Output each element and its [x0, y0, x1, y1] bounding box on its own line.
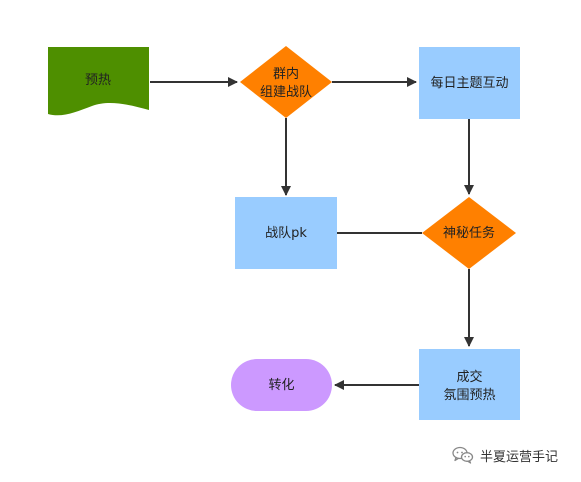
- convert-shape: [231, 359, 332, 411]
- mystery-task-shape: [422, 197, 516, 269]
- node-mystery-task: 神秘任务: [422, 197, 516, 269]
- deal-shape: [419, 349, 520, 420]
- team-pk-label: 战队pk: [265, 226, 307, 241]
- deal-label-line2: 氛围预热: [443, 388, 495, 403]
- warmup-shape: [48, 47, 149, 116]
- watermark-text: 半夏运营手记: [480, 449, 559, 465]
- node-warmup: 预热: [48, 47, 149, 116]
- daily-topic-shape: [419, 47, 520, 119]
- deal-label-line1: 成交: [456, 369, 482, 385]
- warmup-label: 预热: [85, 73, 111, 88]
- wechat-icon: [452, 446, 474, 464]
- connectors: [150, 77, 474, 390]
- watermark: 半夏运营手记: [452, 444, 558, 466]
- form-team-label-line1: 群内: [273, 66, 299, 82]
- daily-topic-label: 每日主题互动: [430, 75, 508, 91]
- form-team-label-line2: 组建战队: [260, 85, 312, 100]
- node-deal: 成交 氛围预热: [419, 349, 520, 420]
- node-team-pk: 战队pk: [235, 197, 337, 269]
- convert-label: 转化: [268, 378, 294, 393]
- node-form-team: 群内 组建战队: [240, 46, 332, 118]
- node-daily-topic: 每日主题互动: [419, 47, 520, 119]
- form-team-shape: [240, 46, 332, 118]
- node-convert: 转化: [231, 359, 332, 411]
- team-pk-shape: [235, 197, 337, 269]
- mystery-task-label: 神秘任务: [443, 225, 495, 241]
